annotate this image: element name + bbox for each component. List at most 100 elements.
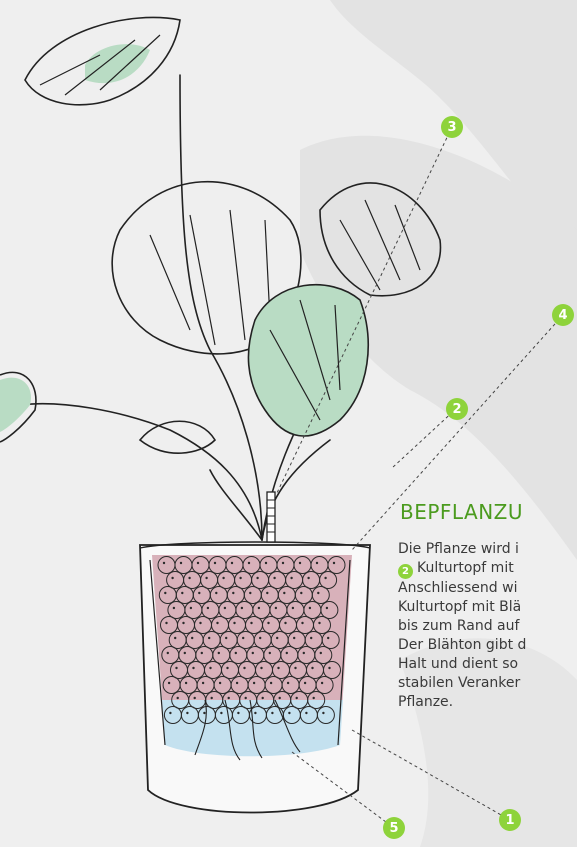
clay-pellet-dot: [243, 667, 245, 669]
description-line: Kulturtopf mit Blä: [398, 598, 577, 617]
clay-pellet-dot: [232, 592, 234, 594]
clay-pellet-dot: [228, 697, 230, 699]
clay-pellet-dot: [245, 697, 247, 699]
clay-pellet-dot: [194, 697, 196, 699]
clay-pellet-dot: [304, 682, 306, 684]
clay-pellet-dot: [313, 697, 315, 699]
inline-callout-badge: 2: [398, 564, 413, 579]
top-leaf: [25, 18, 180, 105]
clay-pellet-dot: [327, 637, 329, 639]
clay-pellet-dot: [165, 622, 167, 624]
clay-pellet-dot: [275, 607, 277, 609]
description-line: 2 Kulturtopf mit: [398, 559, 577, 579]
left-leaf: [0, 372, 36, 442]
clay-pellet-dot: [282, 562, 284, 564]
clay-pellet-dot: [269, 652, 271, 654]
clay-pellet-dot: [167, 652, 169, 654]
clay-pellet-dot: [294, 667, 296, 669]
clay-pellet-dot: [252, 652, 254, 654]
clay-pellet-dot: [279, 697, 281, 699]
clay-pellet-dot: [290, 577, 292, 579]
clay-pellet-dot: [320, 652, 322, 654]
clay-pellet-dot: [300, 592, 302, 594]
clay-pellet-dot: [309, 607, 311, 609]
clay-pellet-dot: [219, 682, 221, 684]
clay-pellet-dot: [164, 592, 166, 594]
clay-pellet-dot: [333, 562, 335, 564]
description-line: stabilen Veranker: [398, 674, 577, 693]
clay-pellet-dot: [256, 577, 258, 579]
clay-pellet-dot: [192, 667, 194, 669]
clay-pellet-dot: [181, 592, 183, 594]
clay-pellet-dot: [182, 622, 184, 624]
callout-badge-3: 3: [441, 116, 463, 138]
clay-pellet-dot: [317, 592, 319, 594]
clay-pellet-dot: [284, 622, 286, 624]
clay-pellet-dot: [286, 652, 288, 654]
clay-pellet-dot: [299, 562, 301, 564]
clay-pellet-dot: [226, 667, 228, 669]
clay-pellet-dot: [163, 562, 165, 564]
clay-pellet-dot: [191, 637, 193, 639]
clay-pellet-dot: [220, 712, 222, 714]
clay-pellet-dot: [262, 697, 264, 699]
clay-pellet-dot: [185, 682, 187, 684]
clay-pellet-dot: [296, 697, 298, 699]
description-line: bis zum Rand auf: [398, 617, 577, 636]
clay-pellet-dot: [215, 592, 217, 594]
clay-pellet-dot: [265, 562, 267, 564]
clay-pellet-dot: [209, 667, 211, 669]
clay-pellet-dot: [328, 667, 330, 669]
clay-pellet-dot: [188, 577, 190, 579]
callout-badge-2: 2: [446, 398, 468, 420]
clay-pellet-dot: [203, 712, 205, 714]
clay-pellet-dot: [267, 622, 269, 624]
clay-pellet-dot: [326, 607, 328, 609]
clay-pellet-dot: [205, 577, 207, 579]
clay-pellet-dot: [303, 652, 305, 654]
clay-pellet-dot: [249, 592, 251, 594]
clay-pellet-dot: [177, 697, 179, 699]
clay-pellet-dot: [235, 652, 237, 654]
clay-pellet-dot: [259, 637, 261, 639]
water-level-indicator: [267, 492, 275, 542]
clay-pellet-dot: [254, 712, 256, 714]
clay-pellet-dot: [310, 637, 312, 639]
clay-pellet-dot: [305, 712, 307, 714]
clay-pellet-dot: [288, 712, 290, 714]
callout-badge-5: 5: [383, 817, 405, 839]
clay-pellet-dot: [233, 622, 235, 624]
clay-pellet-dot: [173, 607, 175, 609]
clay-pellet-dot: [311, 667, 313, 669]
description-line: Anschliessend wi: [398, 579, 577, 598]
clay-pellet-dot: [273, 577, 275, 579]
section-heading: BEPFLANZU: [400, 500, 523, 524]
clay-pellet-dot: [292, 607, 294, 609]
clay-pellet-dot: [207, 607, 209, 609]
clay-pellet-dot: [242, 637, 244, 639]
callout-badge-4: 4: [552, 304, 574, 326]
clay-pellet-dot: [201, 652, 203, 654]
clay-pellet-dot: [283, 592, 285, 594]
clay-pellet-dot: [186, 712, 188, 714]
description-line: Der Blähton gibt d: [398, 636, 577, 655]
clay-pellet-dot: [171, 577, 173, 579]
clay-pellet-dot: [287, 682, 289, 684]
clay-pellet-dot: [208, 637, 210, 639]
clay-pellet-dot: [260, 667, 262, 669]
clay-pellet-dot: [211, 697, 213, 699]
clay-pellet-dot: [266, 592, 268, 594]
clay-pellet-dot: [222, 577, 224, 579]
clay-pellet-dot: [322, 712, 324, 714]
small-leaf: [140, 421, 215, 453]
clay-pellet-dot: [250, 622, 252, 624]
description-line-text: Kulturtopf mit: [417, 560, 514, 576]
clay-pellet-dot: [224, 607, 226, 609]
clay-pellet-dot: [174, 637, 176, 639]
clay-pellet-dot: [198, 592, 200, 594]
description-line: Pflanze.: [398, 693, 577, 712]
clay-pellet-dot: [231, 562, 233, 564]
clay-pellet-dot: [316, 562, 318, 564]
